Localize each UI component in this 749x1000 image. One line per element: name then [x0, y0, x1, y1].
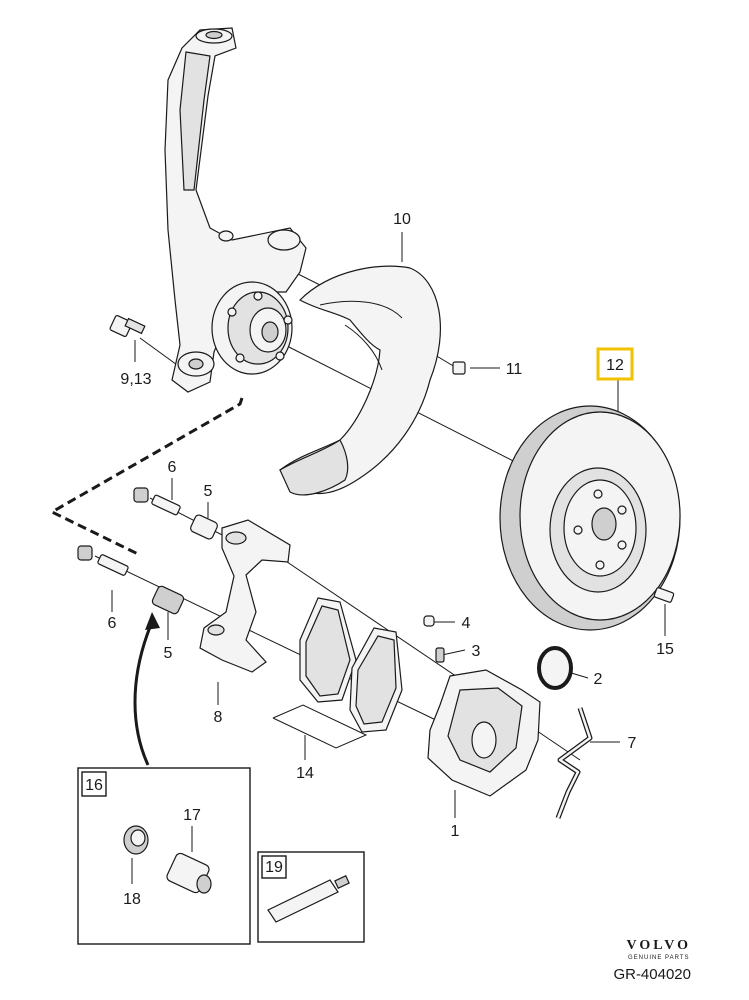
drawing-reference: GR-404020	[613, 966, 691, 983]
guide-pin-lower	[77, 545, 129, 576]
callout-8: 8	[214, 709, 223, 726]
callout-10: 10	[393, 211, 411, 228]
brand-logo: VOLVO GENUINE PARTS	[627, 938, 692, 961]
callout-16: 16	[85, 777, 103, 794]
detail-arrow	[133, 621, 154, 766]
knuckle-bolt	[109, 315, 146, 337]
callout-labels: 1 2 3 4 5 5 6 6 7 8 9,13 10 11 12 14 15 …	[85, 211, 674, 908]
brake-pad-inner	[299, 597, 357, 703]
detail-arrow-head	[145, 612, 160, 630]
brand-tagline: GENUINE PARTS	[628, 955, 690, 961]
disc-screw	[653, 587, 675, 603]
caliper-carrier	[199, 519, 291, 673]
anti-rattle-spring	[555, 707, 593, 819]
callout-19: 19	[265, 859, 283, 876]
callout-15: 15	[656, 641, 674, 658]
callout-1: 1	[451, 823, 460, 840]
splash-shield	[279, 265, 441, 496]
callout-5-lower: 5	[164, 645, 173, 662]
wheel-hub	[211, 281, 293, 375]
callout-6-lower: 6	[108, 615, 117, 632]
callout-2: 2	[594, 671, 603, 688]
detail-box-19	[257, 851, 365, 943]
shield-screw	[452, 361, 466, 375]
callout-9-13: 9,13	[120, 371, 151, 388]
callout-12: 12	[606, 357, 624, 374]
callout-6-upper: 6	[168, 459, 177, 476]
guide-bushing	[166, 852, 212, 894]
brand-name: VOLVO	[626, 938, 691, 953]
callout-17: 17	[183, 807, 201, 824]
highlight-frame-12	[596, 347, 634, 381]
dashed-connector	[48, 397, 244, 557]
detail-box-16	[77, 767, 251, 945]
brake-caliper	[423, 615, 541, 797]
callout-7: 7	[628, 735, 637, 752]
callout-4: 4	[462, 615, 471, 632]
callout-11: 11	[506, 361, 523, 378]
brake-disc	[499, 405, 681, 631]
bushing-lower	[151, 585, 185, 615]
grease-tube	[267, 875, 350, 923]
dust-cap	[123, 825, 149, 855]
callout-18: 18	[123, 891, 141, 908]
callout-5-upper: 5	[204, 483, 213, 500]
brake-pad-outer	[349, 627, 403, 733]
guide-pin-upper	[133, 487, 181, 516]
piston-seal	[537, 646, 573, 690]
callout-14: 14	[296, 765, 314, 782]
bushing-upper	[190, 514, 218, 540]
steering-knuckle	[164, 27, 307, 393]
callout-3: 3	[472, 643, 481, 660]
